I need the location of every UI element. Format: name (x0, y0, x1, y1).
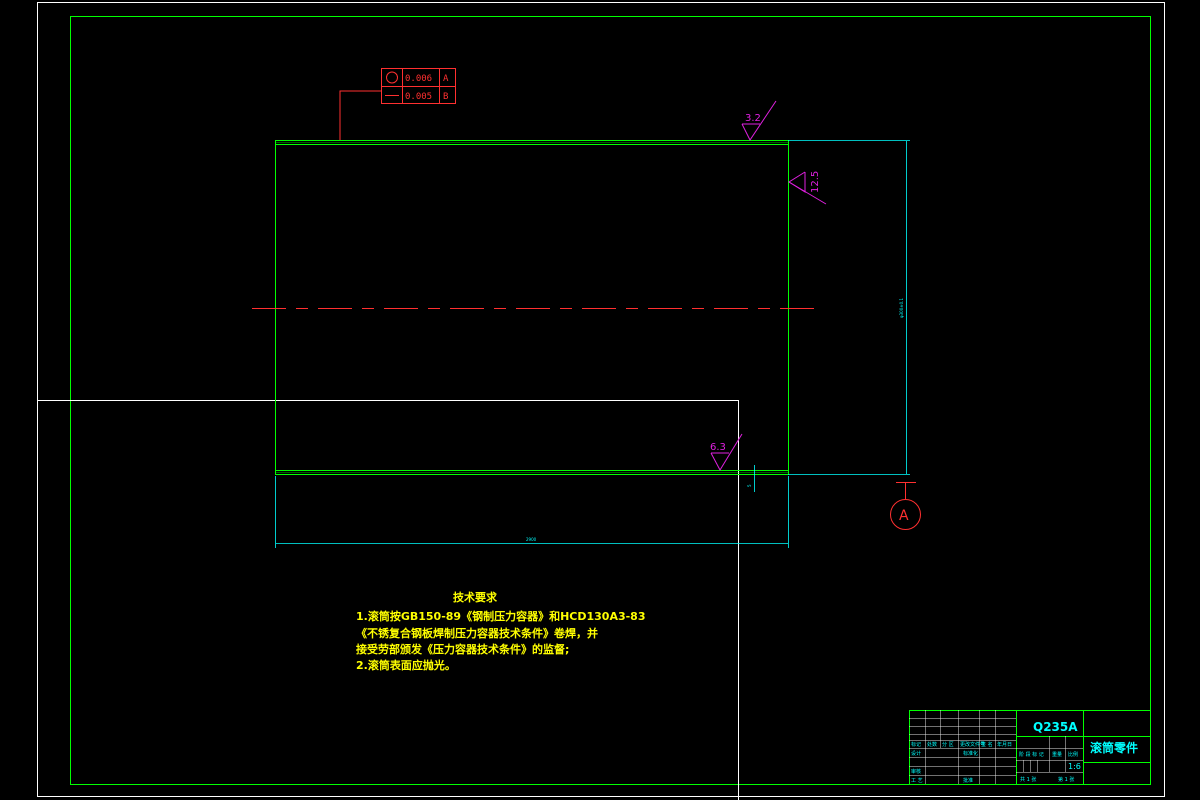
tb-sheet-no: 第 1 张 (1058, 776, 1074, 783)
tolerance-value-2: 0.005 (405, 92, 432, 102)
tech-req-line-4: 2.滚筒表面应抛光。 (356, 658, 456, 672)
tb-sheet-total: 共 1 张 (1020, 776, 1036, 783)
dimension-lines (275, 140, 910, 548)
wall-hatch (276, 142, 788, 473)
tb-part-name: 滚筒零件 (1090, 740, 1138, 755)
drum-body (275, 140, 789, 475)
datum-label: A (899, 508, 909, 524)
roughness-top (741, 100, 777, 141)
tb-header-3: 分 区 (942, 741, 954, 748)
tb-header-1: 标记 (911, 741, 921, 748)
roughness-side-value: 12.5 (810, 171, 821, 193)
tech-req-line-1: 1.滚筒按GB150-89《钢制压力容器》和HCD130A3-83 (356, 609, 646, 623)
datum-symbol (890, 482, 921, 530)
outer-border (37, 2, 1165, 797)
roughness-side (788, 171, 827, 205)
tb-scale-value: 1:6 (1068, 762, 1081, 771)
title-block: 标记 处数 分 区 更改文件号 签 名 年月日 设计 标准化 审核 工 艺 批准… (909, 710, 1150, 784)
tb-label-standard: 标准化 (963, 750, 978, 757)
tolerance-datum-1: A (443, 74, 449, 84)
tech-req-line-3: 接受劳部颁发《压力容器技术条件》的监督; (356, 642, 569, 656)
wall-dimension: 5 (747, 484, 752, 487)
tb-header-2: 处数 (927, 741, 937, 748)
diameter-dimension: φ300±0.1 (899, 298, 904, 318)
roughness-top-value: 3.2 (745, 113, 761, 124)
roughness-bottom (710, 433, 743, 472)
roughness-bottom-value: 6.3 (710, 442, 726, 453)
tb-header-5: 签 名 (981, 741, 993, 748)
tb-header-4: 更改文件号 (960, 741, 985, 748)
technical-requirements: 技术要求 1.滚筒按GB150-89《钢制压力容器》和HCD130A3-83 《… (356, 590, 646, 672)
tech-req-heading: 技术要求 (453, 590, 498, 604)
tb-label-weight: 重量 (1052, 751, 1062, 758)
tb-material: Q235A (1033, 720, 1078, 734)
tb-label-stage: 阶 段 标 记 (1019, 751, 1044, 758)
tb-label-approve: 批准 (963, 777, 973, 784)
tolerance-value-1: 0.006 (405, 74, 432, 84)
tb-header-6: 年月日 (997, 741, 1012, 748)
tb-label-process: 工 艺 (911, 778, 923, 784)
circularity-icon (386, 71, 398, 84)
tolerance-frame: 0.006 A 0.005 B (339, 68, 456, 140)
tb-label-scale: 比例 (1068, 751, 1078, 758)
length-dimension: 2900 (526, 537, 537, 542)
tb-label-design: 设计 (911, 750, 921, 757)
tolerance-datum-2: B (443, 92, 448, 102)
tb-label-review: 审核 (911, 768, 921, 775)
tech-req-line-2: 《不锈复合钢板焊制压力容器技术条件》卷焊，并 (356, 626, 598, 640)
